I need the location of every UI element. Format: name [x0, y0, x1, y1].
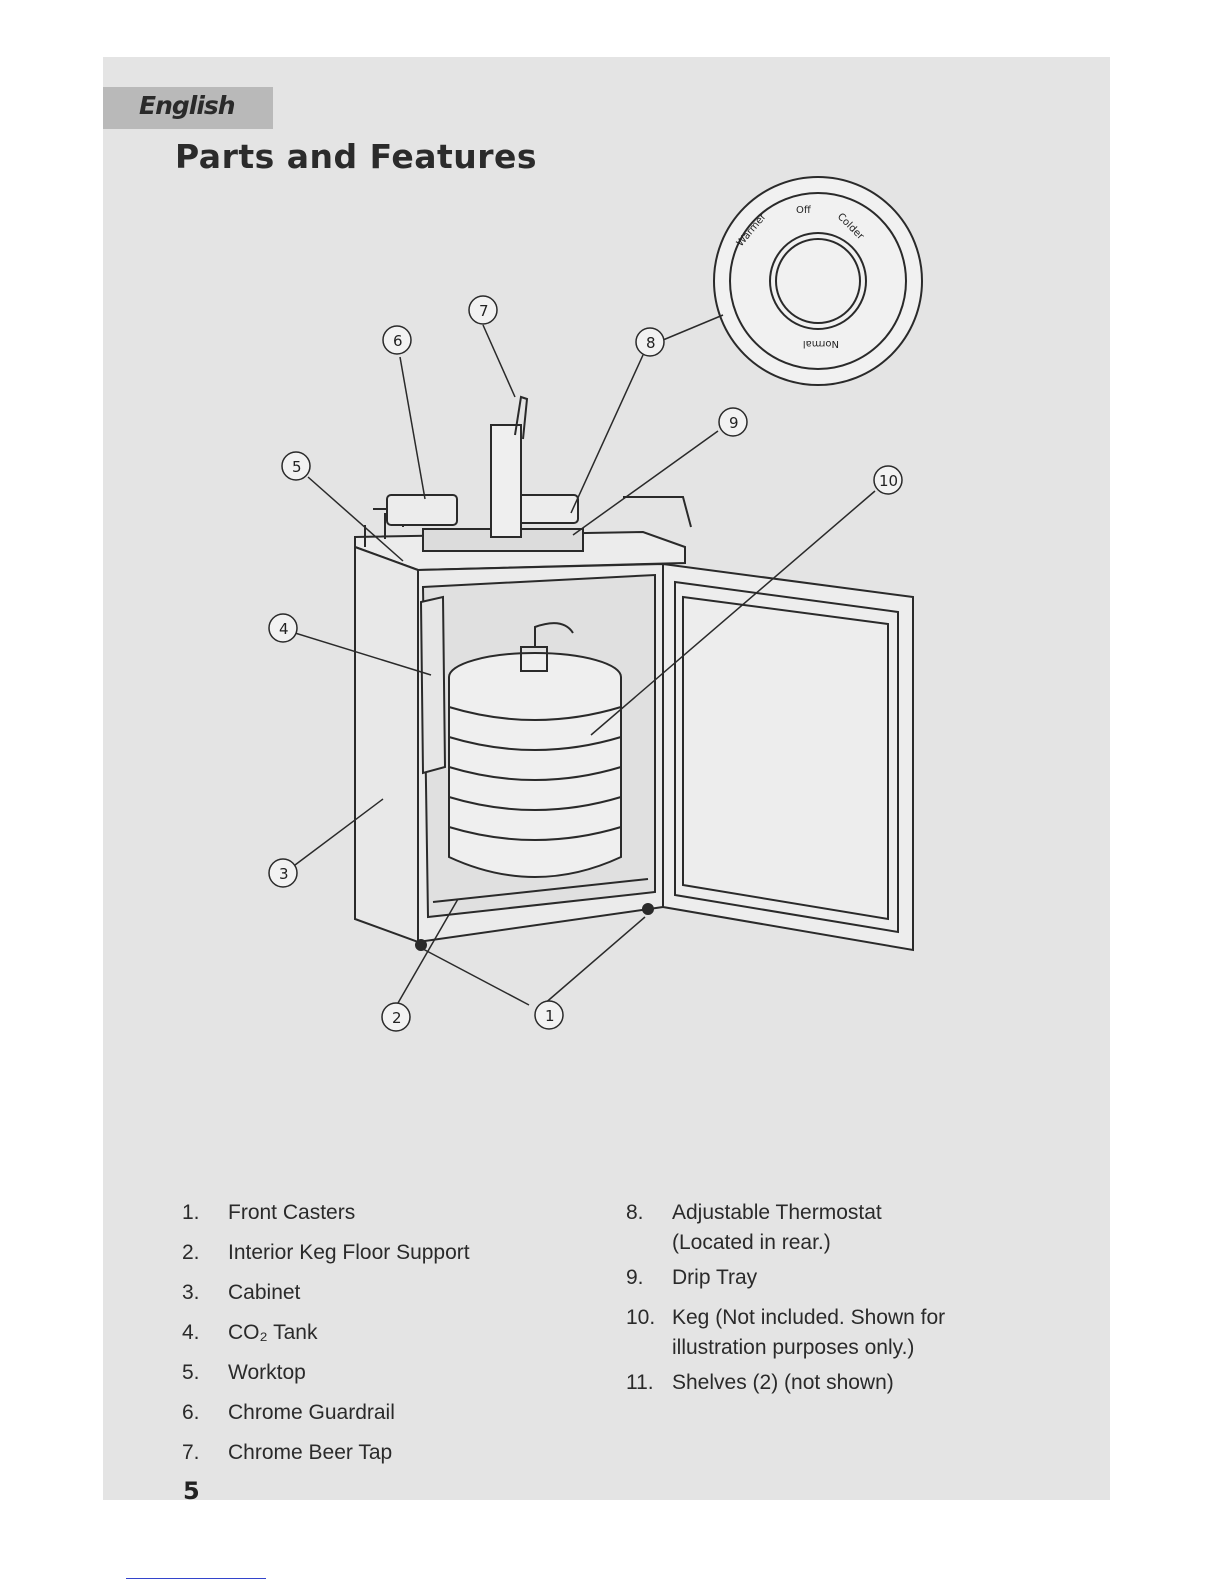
callout-4: 4 — [279, 620, 289, 638]
language-tab: English — [103, 87, 273, 129]
list-item: 11.Shelves (2) (not shown) — [626, 1371, 894, 1394]
kegerator-diagram: Off Warmer Colder Normal 1 2 3 4 5 6 7 8… — [268, 176, 923, 1032]
list-item: 1.Front Casters — [182, 1201, 356, 1224]
callout-8: 8 — [646, 334, 656, 352]
keg — [448, 622, 622, 878]
dial-label-normal: Normal — [803, 338, 839, 349]
callout-5: 5 — [292, 458, 302, 476]
tap-tower — [490, 424, 522, 538]
list-item: 2.Interior Keg Floor Support — [182, 1241, 470, 1264]
parts-list-left: 1.Front Casters 2.Interior Keg Floor Sup… — [182, 1193, 602, 1473]
list-item: 9.Drip Tray — [626, 1266, 758, 1289]
door — [662, 562, 914, 952]
splash-left — [386, 494, 458, 526]
list-item: 4.CO₂ Tank — [182, 1321, 318, 1344]
list-item: 7.Chrome Beer Tap — [182, 1441, 393, 1464]
page-number: 5 — [183, 1477, 200, 1500]
cabinet-body — [354, 545, 419, 944]
page-title: Parts and Features — [175, 137, 538, 176]
callout-3: 3 — [279, 865, 289, 883]
callout-9: 9 — [729, 414, 739, 432]
callout-6: 6 — [393, 332, 403, 350]
thermostat-dial — [713, 176, 923, 386]
list-item: 8.Adjustable Thermostat(Located in rear.… — [626, 1201, 882, 1254]
scanned-page: English Parts and Features — [103, 57, 1110, 1500]
parts-list-right: 8.Adjustable Thermostat(Located in rear.… — [626, 1193, 1046, 1403]
callout-7: 7 — [479, 302, 489, 320]
splash-right — [517, 494, 579, 524]
list-item: 5.Worktop — [182, 1361, 306, 1384]
callout-10: 10 — [879, 472, 898, 490]
caster-right — [642, 903, 654, 915]
tap-handle — [514, 395, 529, 440]
callout-2: 2 — [392, 1009, 402, 1027]
language-label: English — [139, 91, 236, 120]
list-item: 6.Chrome Guardrail — [182, 1401, 395, 1424]
dial-label-off: Off — [796, 205, 812, 216]
co2-tank — [419, 595, 447, 775]
bottom-link-underline — [126, 1578, 266, 1579]
callout-1: 1 — [545, 1007, 555, 1025]
list-item: 3.Cabinet — [182, 1281, 301, 1304]
caster-left — [415, 939, 427, 951]
